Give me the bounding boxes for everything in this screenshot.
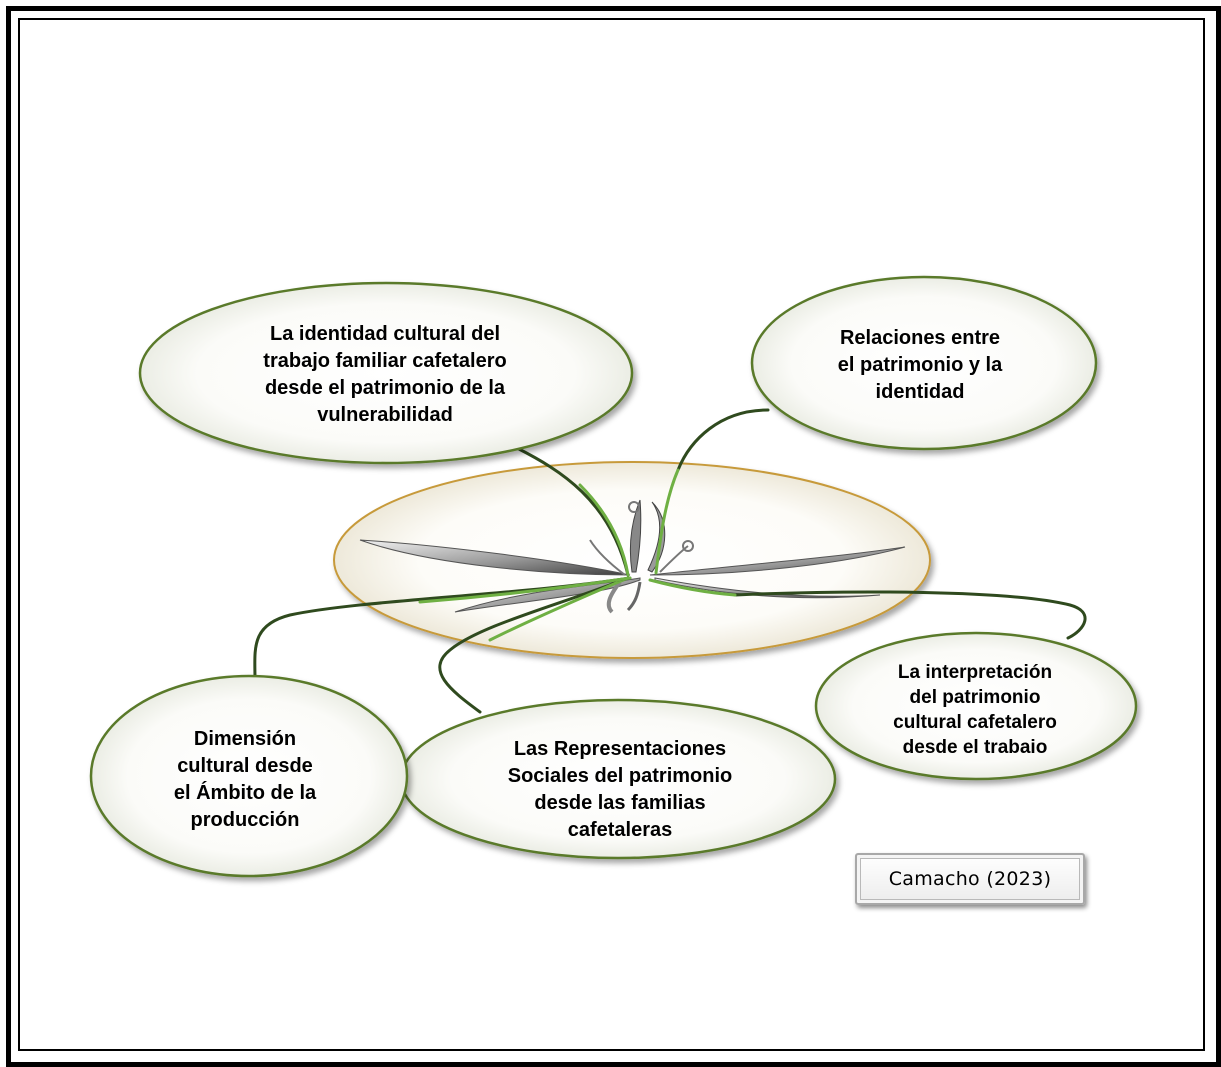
connector-interpretation xyxy=(733,590,1087,640)
node-dimension xyxy=(89,674,409,878)
coffee-plant-icon xyxy=(359,499,906,614)
node-identity-label: La identidad cultural del trabajo famili… xyxy=(263,323,507,426)
node-identity xyxy=(138,281,634,465)
inner-frame xyxy=(18,18,1205,1051)
node-representations-label: Las Representaciones Sociales del patrim… xyxy=(507,738,733,841)
node-interpretation-label: La interpretación del patrimonio cultura… xyxy=(893,662,1057,758)
node-interpretation xyxy=(814,631,1138,781)
source-citation-text: Camacho (2023) xyxy=(888,868,1052,890)
connectors xyxy=(253,408,1087,714)
connector-representations xyxy=(438,576,630,714)
outer-frame xyxy=(6,6,1221,1067)
node-dimension-label: Dimensión cultural desde el Ámbito de la… xyxy=(173,728,317,831)
node-relations-label: Relaciones entre el patrimonio y la iden… xyxy=(837,326,1003,403)
source-citation-box: Camacho (2023) xyxy=(855,853,1085,905)
connector-relations xyxy=(676,408,770,472)
node-relations xyxy=(750,275,1098,451)
